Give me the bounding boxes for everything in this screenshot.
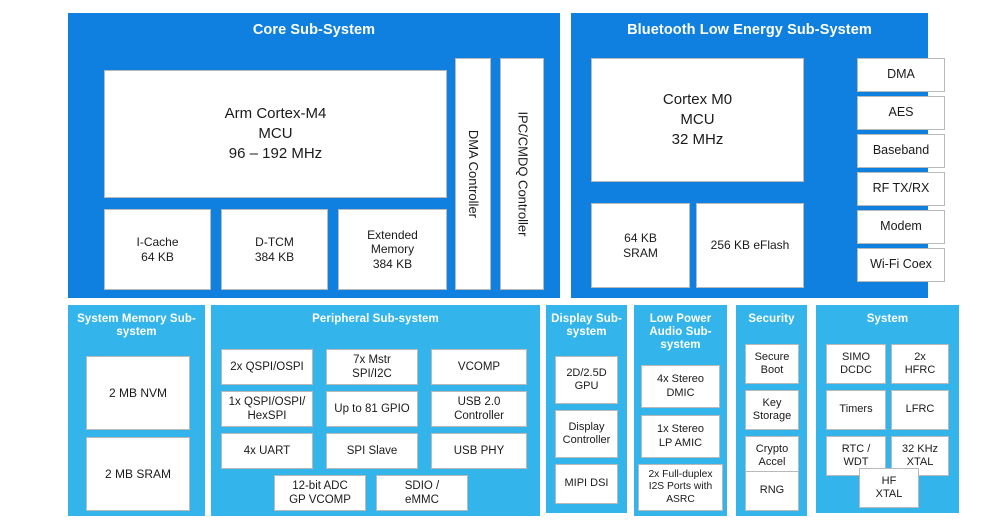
block-ipc-cmdq-controller: IPC/CMDQ Controller <box>500 58 544 290</box>
block-key-storage: Key Storage <box>745 390 799 430</box>
block-hf-xtal: HF XTAL <box>859 468 919 508</box>
block-ipc-cmdq-controller-label: IPC/CMDQ Controller <box>514 111 530 237</box>
block-ble-dma: DMA <box>857 58 945 92</box>
block-4x-stereo-dmic: 4x Stereo DMIC <box>641 365 720 408</box>
block-extended-memory: Extended Memory 384 KB <box>338 209 447 290</box>
block-cortex-m0-mcu: Cortex M0 MCU 32 MHz <box>591 58 804 182</box>
panel-peripheral-subsystem: Peripheral Sub-system 2x QSPI/OSPI 7x Ms… <box>211 305 540 516</box>
block-rng: RNG <box>745 471 799 511</box>
block-lfrc: LFRC <box>891 390 949 430</box>
block-ble-wifi-coex: Wi-Fi Coex <box>857 248 945 282</box>
panel-ble-subsystem: Bluetooth Low Energy Sub-System Cortex M… <box>571 13 945 298</box>
block-1x-stereo-lp-amic: 1x Stereo LP AMIC <box>641 415 720 458</box>
block-sdio-emmc: SDIO / eMMC <box>376 475 468 511</box>
block-ble-modem: Modem <box>857 210 945 244</box>
panel-security-subsystem: Security Secure Boot Key Storage Crypto … <box>736 305 807 516</box>
block-arm-cortex-m4-mcu: Arm Cortex-M4 MCU 96 – 192 MHz <box>104 70 447 198</box>
ble-subsystem-title: Bluetooth Low Energy Sub-System <box>627 22 872 38</box>
system-subsystem-title: System <box>866 313 909 325</box>
block-spi-slave: SPI Slave <box>326 433 418 469</box>
block-rtc-wdt: RTC / WDT <box>826 436 886 476</box>
block-12-bit-adc-gp-vcomp: 12-bit ADC GP VCOMP <box>274 475 366 511</box>
display-subsystem-title: Display Sub-system <box>551 313 622 338</box>
core-subsystem-title: Core Sub-System <box>252 22 376 38</box>
block-ble-aes: AES <box>857 96 945 130</box>
low-power-audio-subsystem-title: Low Power Audio Sub-system <box>649 313 712 351</box>
block-usb-2-controller: USB 2.0 Controller <box>431 391 527 427</box>
block-mipi-dsi: MIPI DSI <box>555 464 618 504</box>
block-ble-eflash: 256 KB eFlash <box>696 203 804 288</box>
block-dma-controller: DMA Controller <box>455 58 491 290</box>
panel-system-subsystem: System SIMO DCDC 2x HFRC Timers LFRC RTC… <box>816 305 959 513</box>
block-dma-controller-label: DMA Controller <box>465 129 481 219</box>
block-simo-dcdc: SIMO DCDC <box>826 344 886 384</box>
block-ble-sram: 64 KB SRAM <box>591 203 690 288</box>
block-2mb-nvm: 2 MB NVM <box>86 356 190 430</box>
block-ble-rf-tx-rx: RF TX/RX <box>857 172 945 206</box>
block-7x-mstr-spi-i2c: 7x Mstr SPI/I2C <box>326 349 418 385</box>
panel-low-power-audio-subsystem: Low Power Audio Sub-system 4x Stereo DMI… <box>634 305 727 516</box>
block-2mb-sram: 2 MB SRAM <box>86 437 190 511</box>
block-2x-hfrc: 2x HFRC <box>891 344 949 384</box>
block-2d-2-5d-gpu: 2D/2.5D GPU <box>555 356 618 404</box>
block-4x-uart: 4x UART <box>221 433 313 469</box>
security-subsystem-title: Security <box>748 313 795 325</box>
block-vcomp: VCOMP <box>431 349 527 385</box>
peripheral-subsystem-title: Peripheral Sub-system <box>312 313 439 325</box>
block-crypto-accel: Crypto Accel <box>745 436 799 476</box>
block-2x-full-duplex-i2s-ports-asrc: 2x Full-duplex I2S Ports with ASRC <box>638 464 723 511</box>
block-usb-phy: USB PHY <box>431 433 527 469</box>
block-d-tcm: D-TCM 384 KB <box>221 209 328 290</box>
block-display-controller: Display Controller <box>555 410 618 458</box>
block-secure-boot: Secure Boot <box>745 344 799 384</box>
block-2x-qspi-ospi: 2x QSPI/OSPI <box>221 349 313 385</box>
system-memory-subsystem-title: System Memory Sub-system <box>77 313 196 338</box>
block-i-cache: I-Cache 64 KB <box>104 209 211 290</box>
panel-display-subsystem: Display Sub-system 2D/2.5D GPU Display C… <box>546 305 627 513</box>
panel-system-memory-subsystem: System Memory Sub-system 2 MB NVM 2 MB S… <box>68 305 205 516</box>
block-up-to-81-gpio: Up to 81 GPIO <box>326 391 418 427</box>
panel-core-subsystem: Core Sub-System Arm Cortex-M4 MCU 96 – 1… <box>68 13 560 298</box>
block-ble-baseband: Baseband <box>857 134 945 168</box>
block-timers: Timers <box>826 390 886 430</box>
block-1x-qspi-ospi-hexspi: 1x QSPI/OSPI/ HexSPI <box>221 391 313 427</box>
